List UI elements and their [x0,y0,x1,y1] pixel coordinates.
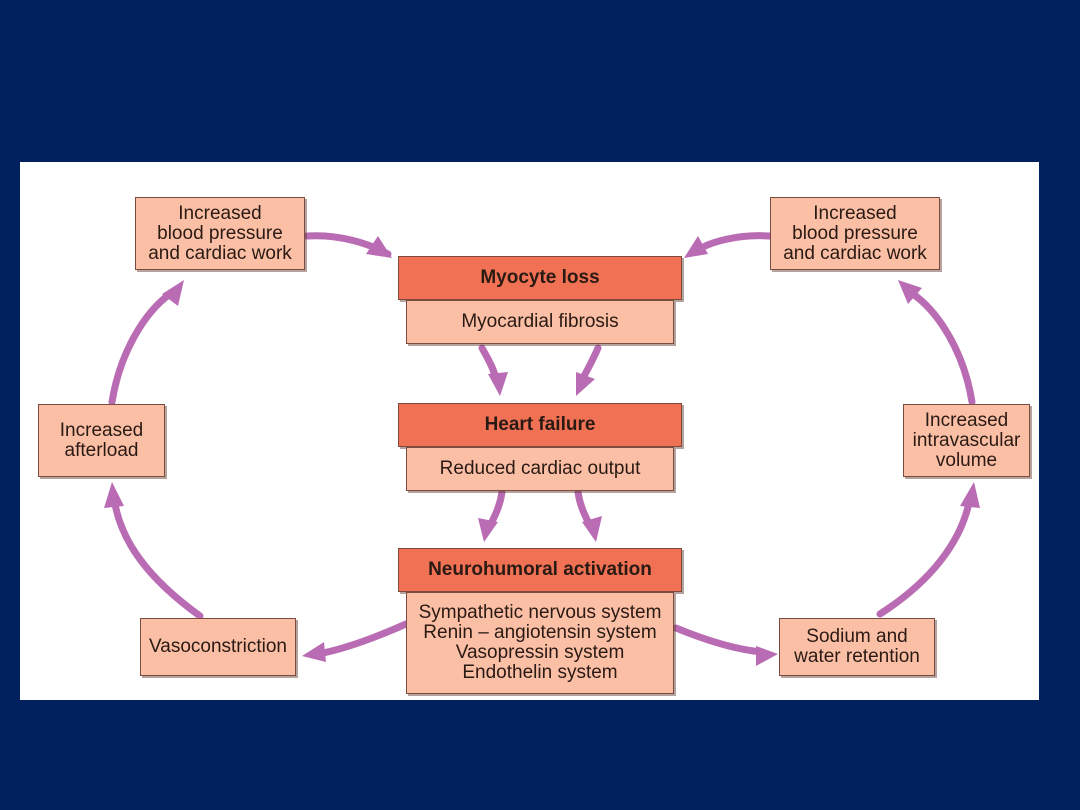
sympathetic-nervous-system-label: Sympathetic nervous system [418,602,662,623]
arrowhead-volume-to-tr [898,280,922,304]
arrow-tr-to-myocyte [694,232,774,254]
increased-bp-left-line-1: Increased [178,202,262,224]
neurohumoral-systems-box: Sympathetic nervous system Renin – angio… [406,592,674,694]
renin-angiotensin-system-label: Renin – angiotensin system [423,622,657,643]
arrowhead-nh-to-sodium [756,646,778,666]
arrowhead-hf-to-nh-right [582,516,602,542]
vasopressin-system-label: Vasopressin system [455,642,625,663]
endothelin-system-label: Endothelin system [462,662,618,683]
reduced-cardiac-output-box: Reduced cardiac output [406,447,674,491]
vasoconstriction-label: Vasoconstriction [149,636,287,657]
increased-afterload-line-1: Increased [59,419,144,441]
arrowhead-afterload-to-tl [162,280,184,306]
neurohumoral-activation-title: Neurohumoral activation [428,559,652,580]
heart-failure-header: Heart failure [398,403,682,447]
sodium-water-line-2: water retention [794,646,920,667]
arrow-vaso-to-afterload [110,494,204,620]
sodium-water-retention-box: Sodium and water retention [779,618,935,676]
arrowhead-nh-to-vaso [302,642,326,662]
increased-intravascular-volume-box: Increased intravascular volume [903,404,1030,477]
increased-bp-left-line-2: blood pressure [157,222,283,244]
arrow-nh-to-sodium [672,624,766,656]
myocardial-fibrosis-label: Myocardial fibrosis [461,311,619,332]
increased-bp-right-line-2: blood pressure [792,222,918,244]
arrowhead-sodium-to-volume [960,482,980,508]
increased-bp-right-box: Increased blood pressure and cardiac wor… [770,197,940,270]
arrow-volume-to-tr [906,288,976,406]
arrow-sodium-to-volume [876,494,974,618]
myocyte-loss-header: Myocyte loss [398,256,682,300]
diagram-panel: Increased blood pressure and cardiac wor… [20,162,1039,700]
arrow-layer [104,232,980,666]
increased-bp-right-line-1: Increased [813,202,897,224]
increased-afterload-line-2: afterload [64,439,139,461]
arrowhead-tr-to-myocyte [684,236,708,258]
arrowhead-tl-to-myocyte [366,236,392,258]
increased-afterload-box: Increased afterload [38,404,165,477]
increased-volume-line-2: intravascular [912,429,1021,451]
sodium-water-line-1: Sodium and [806,626,908,647]
arrowhead-vaso-to-afterload [104,482,124,508]
vasoconstriction-box: Vasoconstriction [140,618,296,676]
neurohumoral-activation-header: Neurohumoral activation [398,548,682,592]
reduced-cardiac-output-label: Reduced cardiac output [439,458,641,479]
arrowhead-myocyte-to-hf-right [576,372,595,396]
increased-bp-left-line-3: and cardiac work [148,242,292,264]
arrow-afterload-to-tl [108,290,174,406]
increased-volume-line-3: volume [935,449,998,471]
increased-volume-line-1: Increased [924,409,1009,431]
myocyte-loss-title: Myocyte loss [480,267,600,288]
increased-bp-left-box: Increased blood pressure and cardiac wor… [135,197,305,270]
increased-bp-right-line-3: and cardiac work [783,242,927,264]
heart-failure-title: Heart failure [484,414,596,435]
arrowhead-hf-to-nh-left [478,518,498,542]
arrow-nh-to-vaso [314,620,410,658]
arrowhead-myocyte-to-hf-left [488,372,508,396]
myocardial-fibrosis-box: Myocardial fibrosis [406,300,674,344]
